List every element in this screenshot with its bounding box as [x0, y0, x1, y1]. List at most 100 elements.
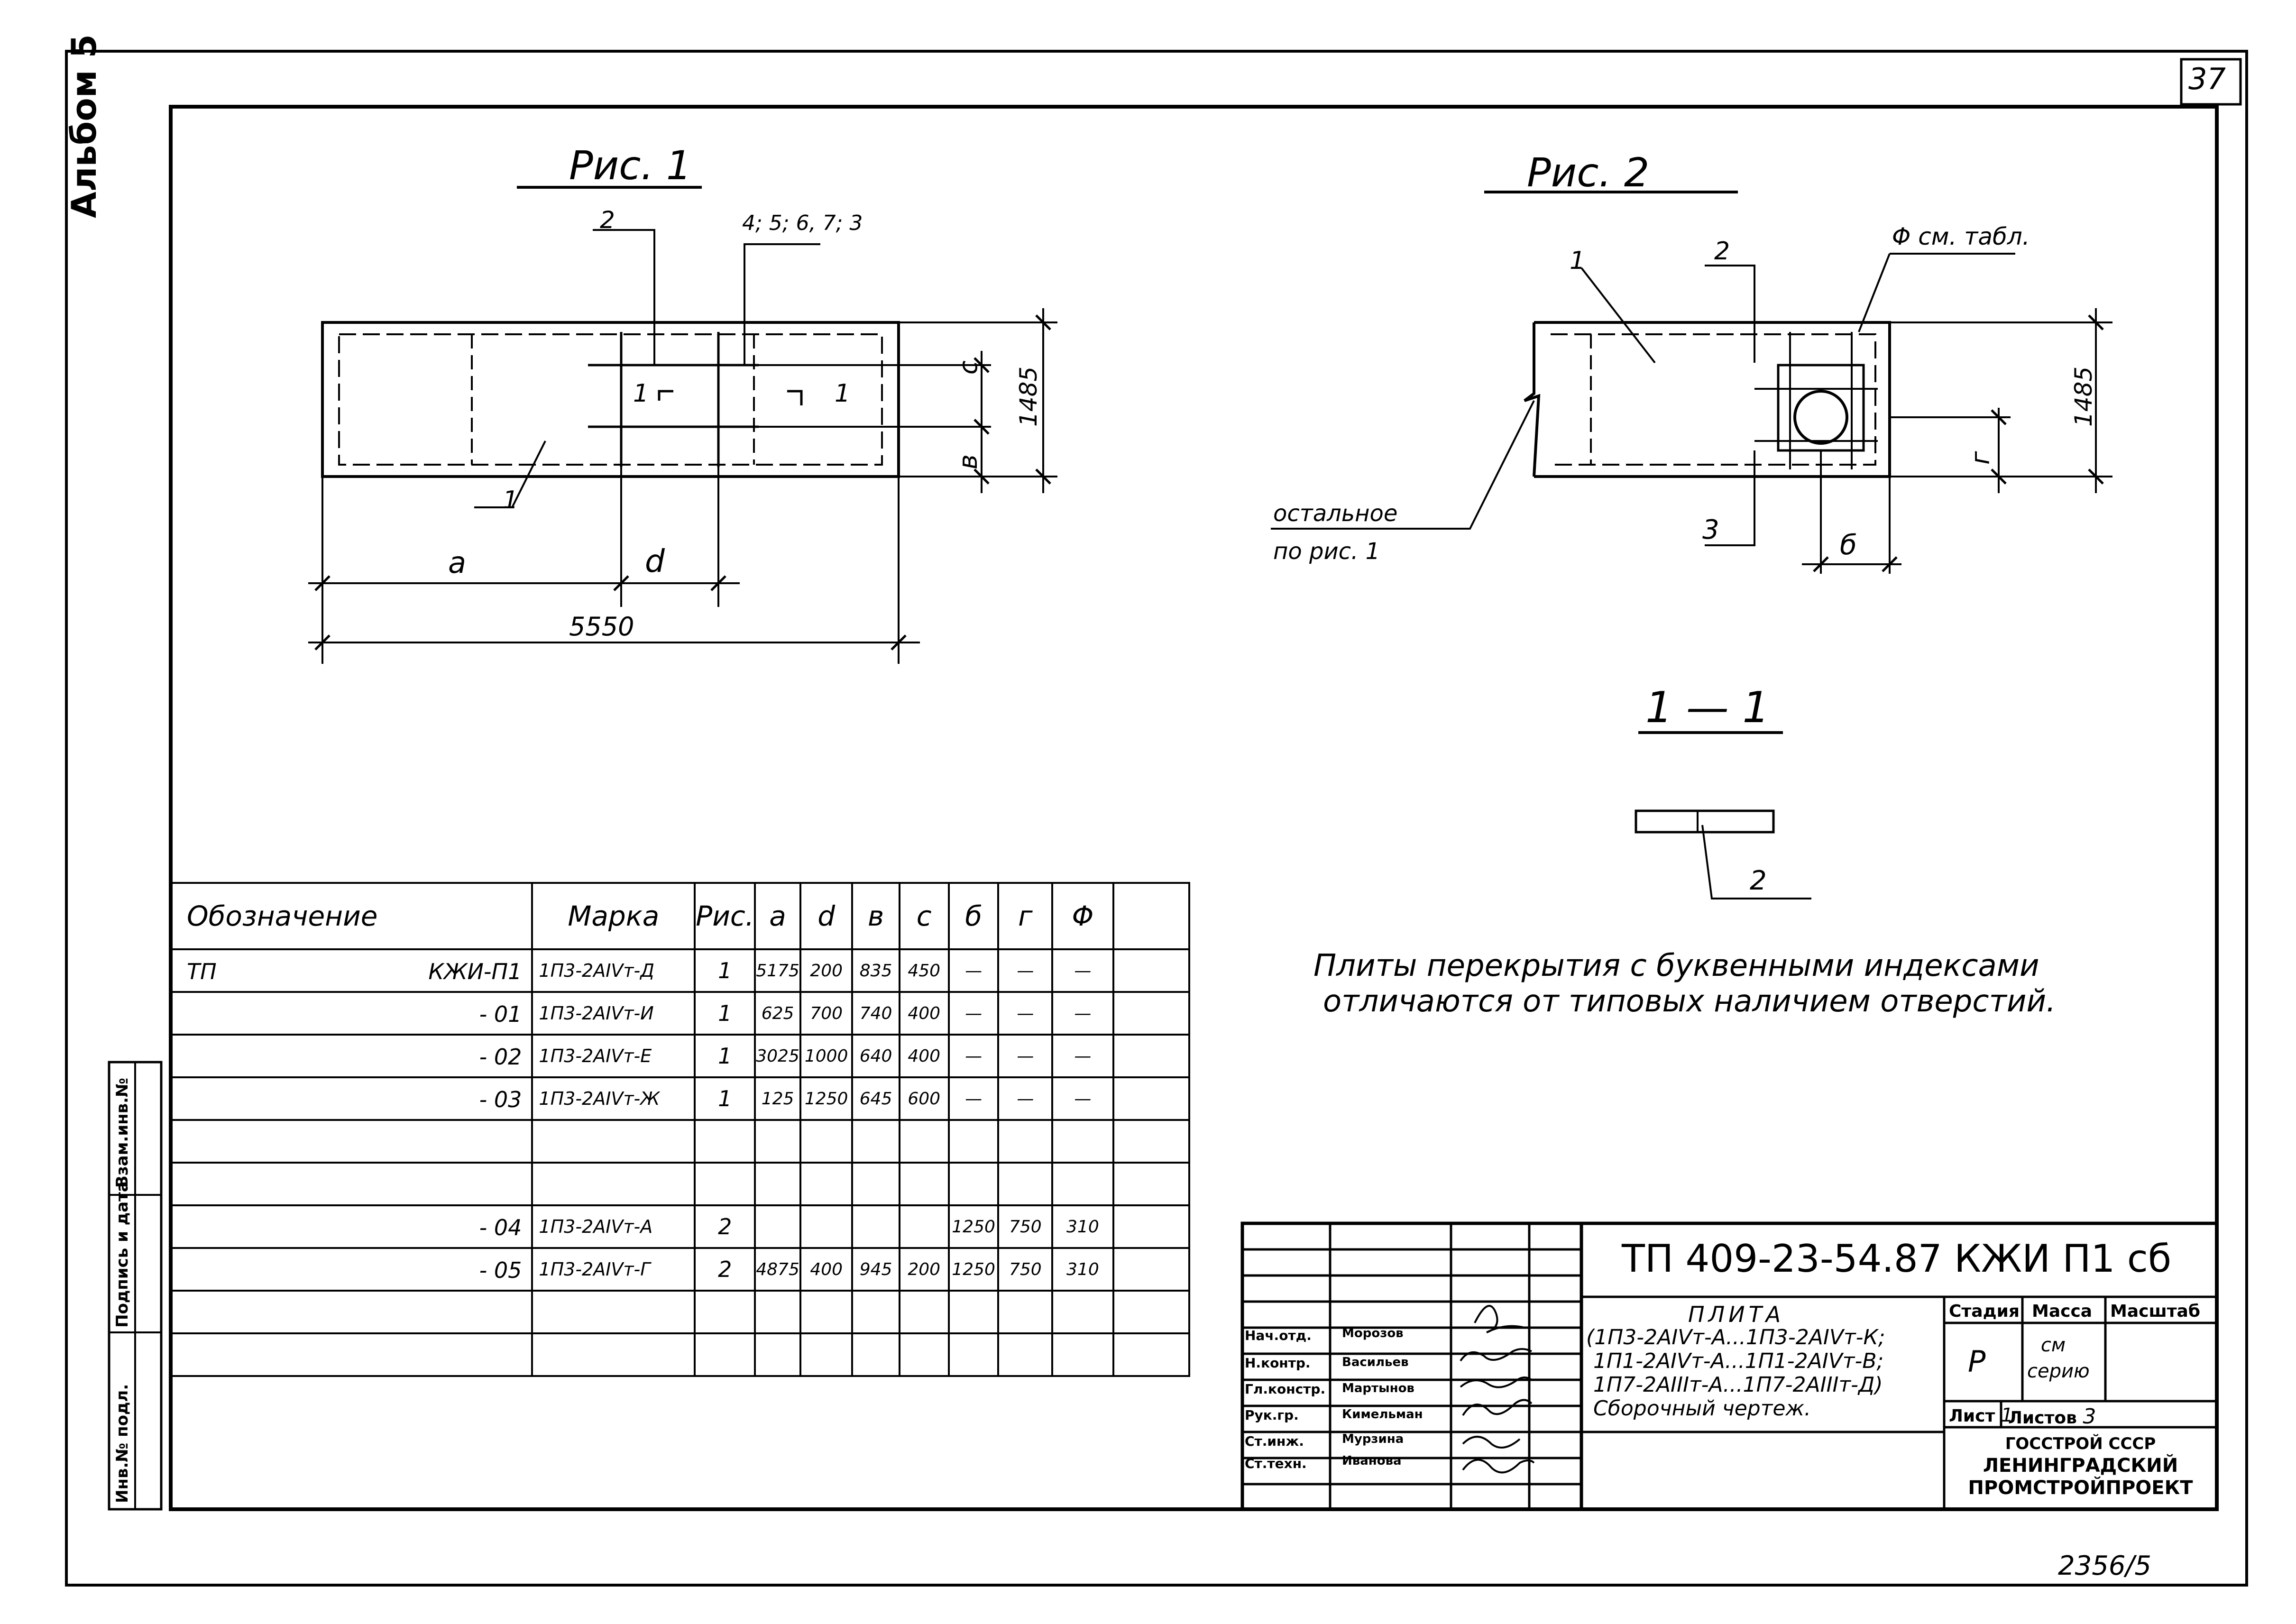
row-b6: 1250: [947, 1247, 1000, 1292]
table-row: - 05 1П3-2АIVт-Г 2 4875 400 945 200 1250…: [170, 1247, 1191, 1292]
row-phi: —: [1051, 991, 1114, 1036]
figure-2-note-rest-2: по рис. 1: [1273, 538, 1380, 565]
header-b6: б: [947, 882, 1000, 950]
staff-role: Нач.отд.: [1245, 1328, 1312, 1343]
figure-1-callout-1: 1: [503, 486, 519, 514]
row-c: 400: [898, 991, 950, 1036]
figure-2-callout-1: 1: [1570, 247, 1586, 275]
staff-name: Кимельман: [1342, 1407, 1423, 1422]
figure-2-dim-b6: б: [1840, 529, 1857, 561]
header-c: c: [898, 882, 950, 950]
row-designation: - 02: [479, 1044, 522, 1070]
row-fig: 2: [694, 1247, 756, 1292]
row-phi: 310: [1051, 1204, 1114, 1249]
row-v: 740: [851, 991, 900, 1036]
row-a: [754, 1204, 801, 1249]
row-g: 750: [997, 1204, 1054, 1249]
row-phi: —: [1051, 1076, 1114, 1121]
row-mark: 1П3-2АIVт-И: [531, 991, 696, 1036]
row-designation: - 05: [479, 1257, 522, 1283]
stage-value: Р: [1968, 1344, 1986, 1379]
figure-1-dim-a: a: [448, 545, 466, 580]
general-note-line-1: Плиты перекрытия с буквенными индексами: [1313, 948, 2039, 983]
row-v: 645: [851, 1076, 900, 1121]
signature-marks: [1460, 1305, 1535, 1474]
staff-name: Мартынов: [1342, 1381, 1414, 1395]
row-d: 700: [799, 991, 854, 1036]
row-a: 625: [754, 991, 801, 1036]
title-line-4: Сборочный чертеж.: [1593, 1396, 1811, 1421]
row-b6: —: [947, 1034, 1000, 1078]
header-mark: Марка: [531, 882, 696, 950]
table-row: [170, 1119, 1191, 1164]
figure-2-callout-phi: Φ см. табл.: [1892, 223, 2030, 250]
row-c: 600: [898, 1076, 950, 1121]
figure-1-title: Рис. 1: [569, 142, 692, 189]
row-b6: —: [947, 991, 1000, 1036]
row-a: 4875: [754, 1247, 801, 1292]
org-line-2: ПРОМСТРОЙПРОЕКТ: [1968, 1477, 2193, 1499]
row-mark: 1П3-2АIVт-Е: [531, 1034, 696, 1078]
scale-header: Масштаб: [2110, 1302, 2200, 1321]
row-c: 200: [898, 1247, 950, 1292]
sheet-label-text: Лист: [1949, 1406, 1995, 1426]
row-fig: 1: [694, 1034, 756, 1078]
figure-1-section-mark-left: 1: [633, 379, 649, 408]
mass-header: Масса: [2032, 1302, 2093, 1321]
page-number: 37: [2188, 62, 2226, 96]
figure-1-dim-total: 5550: [569, 612, 634, 642]
row-v: 640: [851, 1034, 900, 1078]
row-b6: —: [947, 1076, 1000, 1121]
header-designation: Обозначение: [170, 882, 533, 950]
title-line-2: 1П1-2АIVт-А...1П1-2АIVт-В;: [1593, 1349, 1884, 1373]
staff-name: Мурзина: [1342, 1432, 1404, 1446]
row-designation: - 03: [479, 1087, 522, 1112]
row-v: [851, 1204, 900, 1249]
table-row: [170, 1162, 1191, 1206]
row-a: 125: [754, 1076, 801, 1121]
stage-header: Стадия: [1949, 1302, 2020, 1321]
sheet-value: 1: [2001, 1404, 2013, 1426]
row-d: 400: [799, 1247, 854, 1292]
row-d: [799, 1204, 854, 1249]
title-line-3: 1П7-2АIIIт-А...1П7-2АIIIт-Д): [1593, 1373, 1883, 1397]
row-g: —: [997, 948, 1054, 993]
row-prefix: ТП: [187, 959, 217, 984]
row-mark: 1П3-2АIVт-А: [531, 1204, 696, 1249]
staff-role: Н.контр.: [1245, 1355, 1311, 1371]
row-c: 450: [898, 948, 950, 993]
staff-role: Ст.техн.: [1245, 1456, 1307, 1471]
title-block-code: ТП 409-23-54.87 КЖИ П1 сб: [1622, 1237, 2171, 1281]
org-line-0: ГОССТРОЙ СССР: [2005, 1434, 2156, 1453]
sheets-label-text: Листов: [2008, 1408, 2077, 1428]
table-row: [170, 1332, 1191, 1377]
row-fig: 1: [694, 991, 756, 1036]
document-code: ТП 409-23-54.87 КЖИ П1 сб: [1622, 1237, 2172, 1281]
figure-2-callout-2: 2: [1714, 237, 1730, 266]
header-d: d: [799, 882, 854, 950]
figure-1-callout-group: 4; 5; 6, 7; 3: [742, 211, 863, 235]
row-c: [898, 1204, 950, 1249]
header-empty: [1112, 882, 1191, 950]
sheets-value: 3: [2083, 1404, 2096, 1429]
figure-1-callout-2: 2: [600, 206, 615, 234]
figure-2-title: Рис. 2: [1527, 149, 1650, 196]
row-designation: - 01: [479, 1001, 522, 1027]
row-mark: 1П3-2АIVт-Ж: [531, 1076, 696, 1121]
row-mark: 1П3-2АIVт-Г: [531, 1247, 696, 1292]
mass-value: см серию: [2027, 1334, 2090, 1382]
row-phi: —: [1051, 948, 1114, 993]
row-fig: 1: [694, 948, 756, 993]
table-row: [170, 1290, 1191, 1334]
table-row: - 01 1П3-2АIVт-И 1 625 700 740 400 — — —: [170, 991, 1191, 1036]
row-a: 3025: [754, 1034, 801, 1078]
row-d: 1000: [799, 1034, 854, 1078]
figure-2-callout-3: 3: [1702, 514, 1719, 545]
general-note-line-2: отличаются от типовых наличием отверстий…: [1323, 984, 2056, 1019]
inventory-number: 2356/5: [2058, 1551, 2152, 1581]
row-b6: —: [947, 948, 1000, 993]
staff-role: Рук.гр.: [1245, 1407, 1299, 1423]
